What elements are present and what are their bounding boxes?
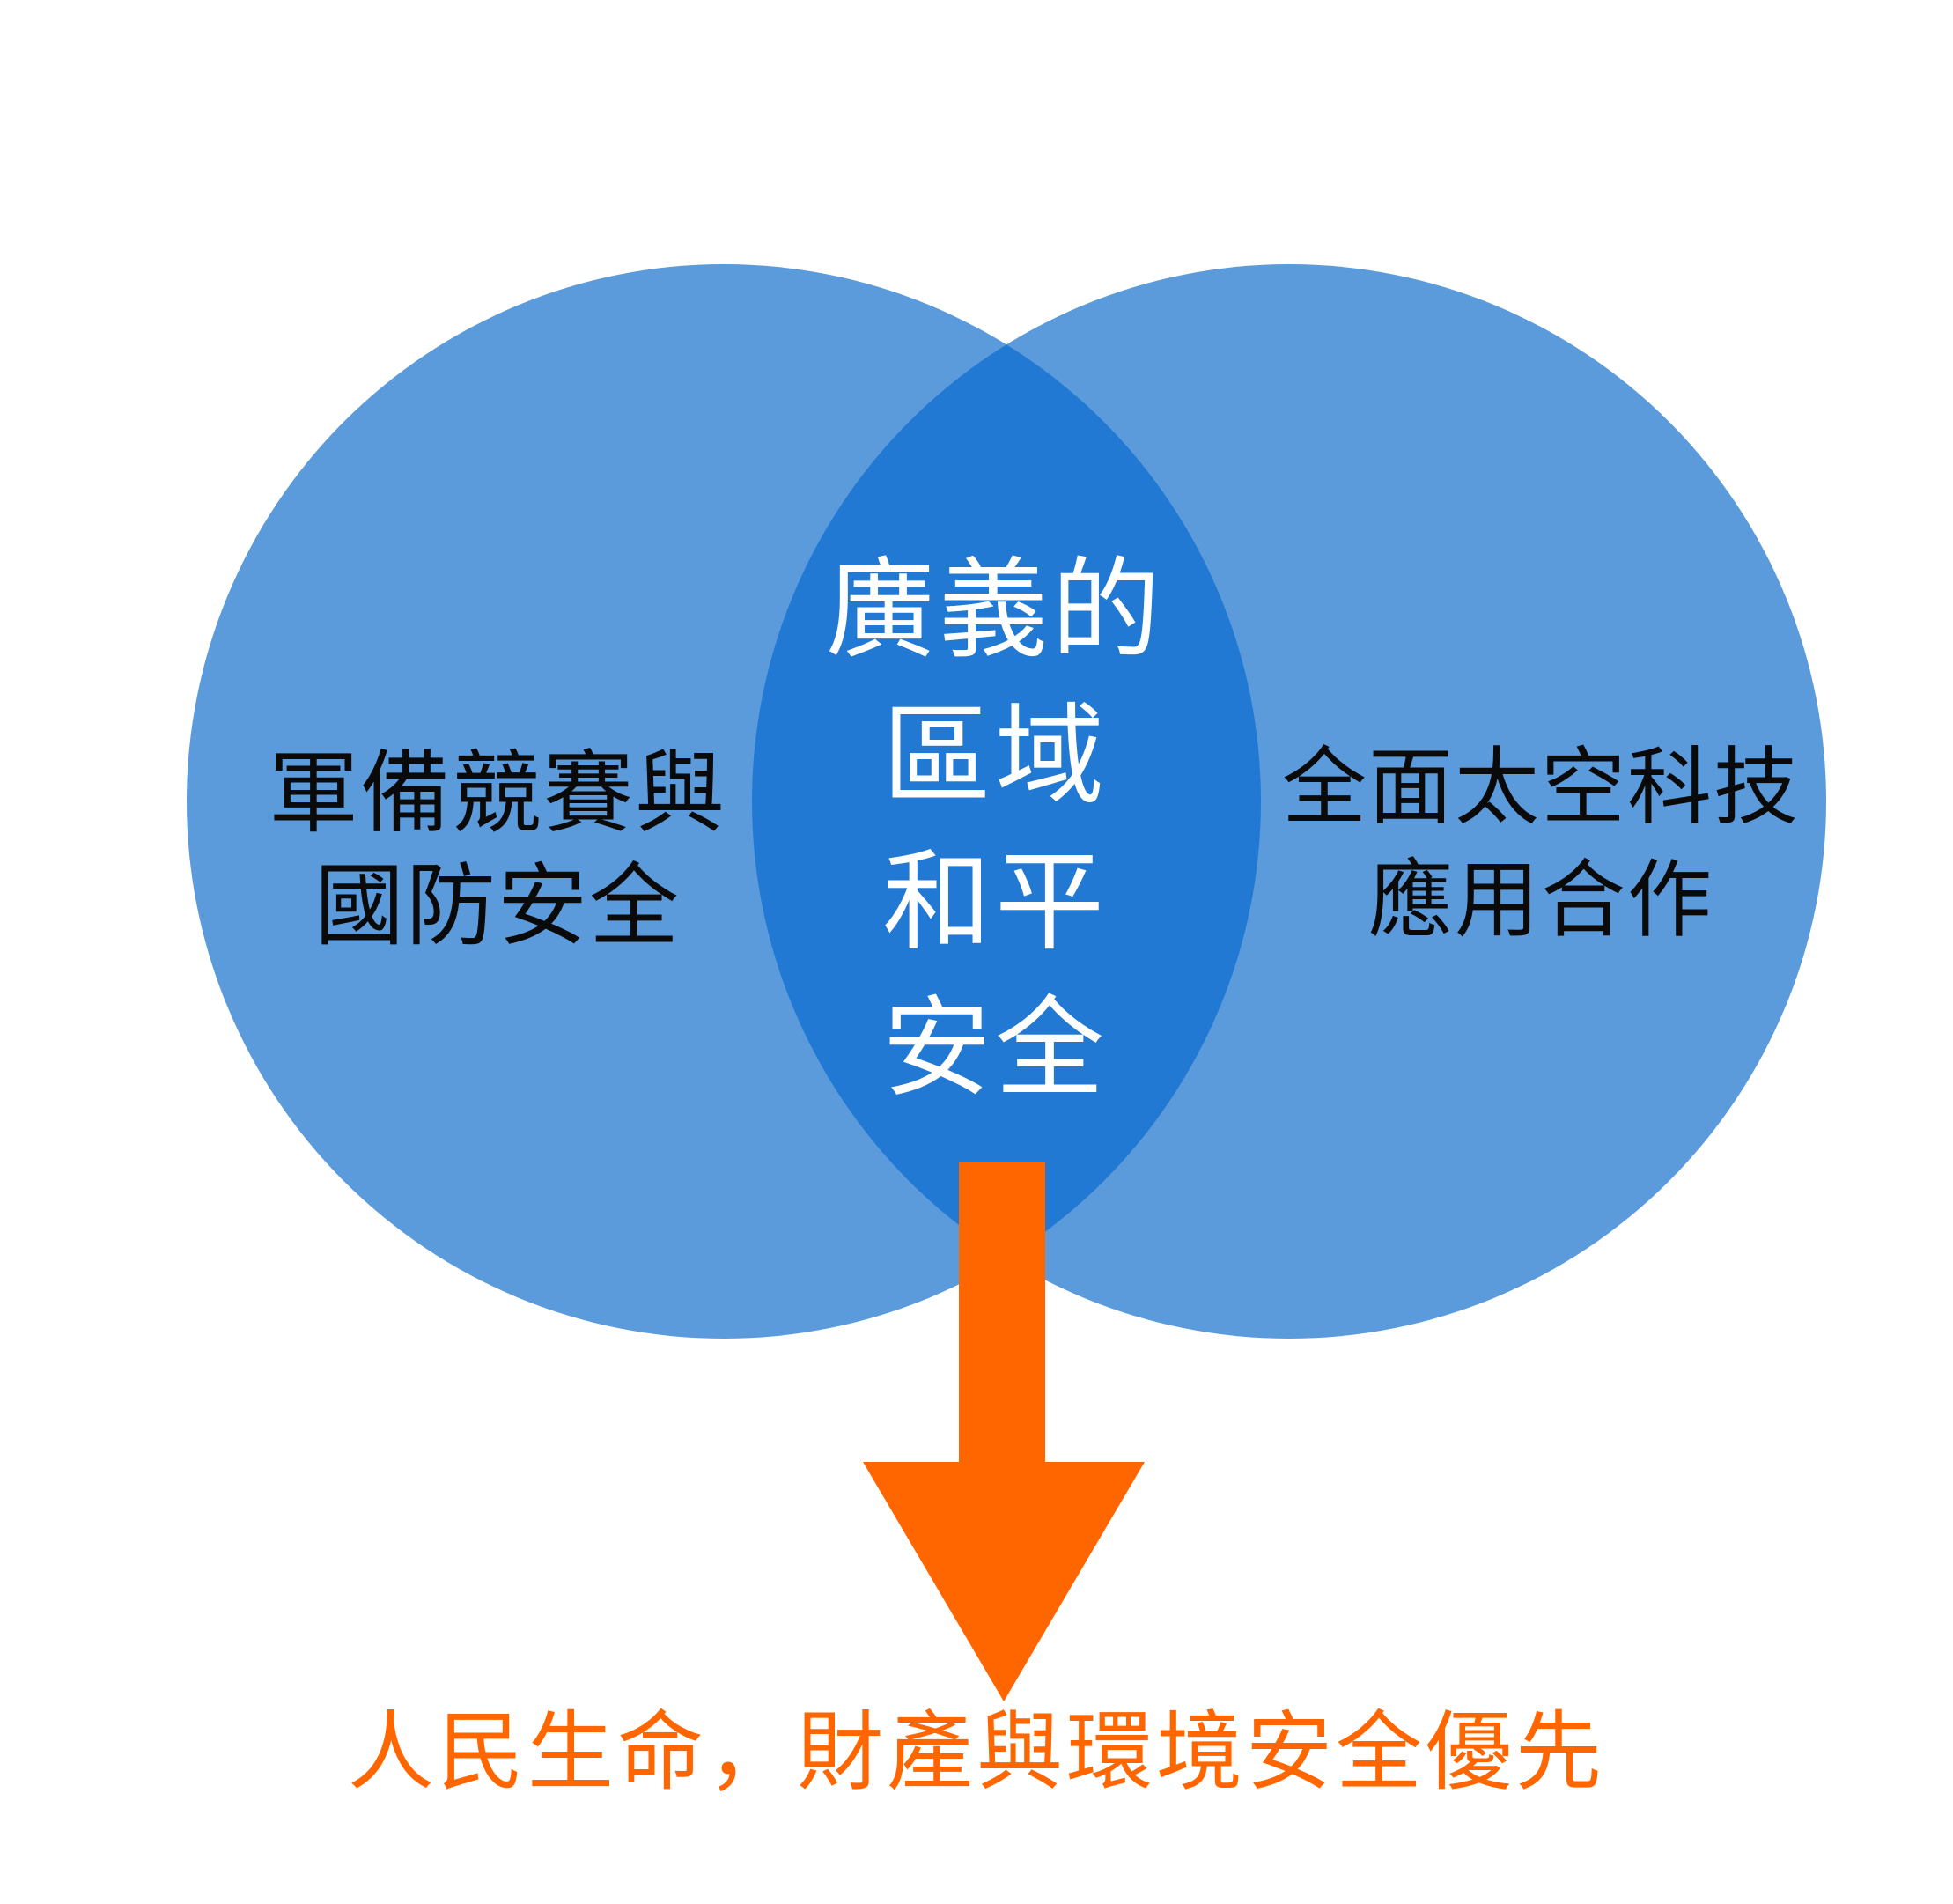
- outcome-label: 人民生命，財產與環境安全優先: [0, 1700, 1953, 1805]
- outcome-text: 人民生命，財產與環境安全優先: [347, 1702, 1605, 1803]
- left-circle-line-1: 軍備競賽與: [269, 742, 726, 846]
- intersection-line-4: 安全: [881, 985, 1108, 1112]
- intersection-line-2: 區域: [881, 693, 1108, 820]
- right-circle-label: 全面太空科技 應用合作: [1215, 731, 1867, 956]
- right-circle-line-1: 全面太空科技: [1282, 738, 1800, 837]
- intersection-label: 廣義的 區域 和平 安全: [775, 537, 1215, 1122]
- intersection-region: [752, 264, 1261, 1339]
- left-circle-label: 軍備競賽與 國防安全: [176, 738, 819, 963]
- intersection-line-3: 和平: [881, 839, 1108, 966]
- intersection-line-1: 廣義的: [825, 547, 1164, 674]
- down-arrow: [863, 1162, 1145, 1701]
- left-circle-line-2: 國防安全: [314, 854, 681, 959]
- right-circle-line-2: 應用合作: [1368, 851, 1713, 949]
